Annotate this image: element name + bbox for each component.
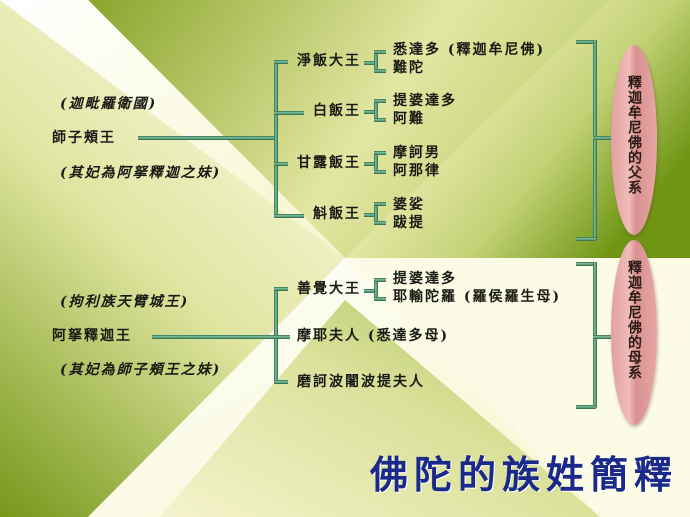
bamboo-small-bracket	[374, 99, 378, 121]
bamboo-tick	[374, 99, 386, 103]
child-jingfan: 淨飯大王	[297, 53, 361, 69]
bamboo-bracket	[593, 40, 597, 240]
child-mahaprajapati: 磨訶波闍波提夫人	[297, 374, 425, 390]
bamboo-small-bracket	[374, 278, 378, 300]
bamboo-tick	[374, 118, 386, 122]
daughter-yasodhara: 耶輸陀羅 (羅侯羅生母)	[393, 289, 562, 305]
bamboo-small-bracket	[374, 202, 378, 224]
page-title: 佛陀的族姓簡釋	[370, 452, 679, 497]
bamboo-tick	[274, 335, 290, 339]
maternal-label: 釋迦牟尼佛的母系	[626, 260, 642, 380]
child-baifan: 白飯王	[313, 103, 361, 119]
bamboo-tick	[374, 170, 386, 174]
bamboo-tick	[593, 335, 611, 339]
maternal-ancestor-name: 阿拏釋迦王	[52, 328, 132, 344]
bamboo-tick	[374, 151, 386, 155]
son-siddhartha: 悉達多 (釋迦牟尼佛)	[393, 42, 546, 58]
maternal-origin: (拘利族天臂城王)	[60, 294, 190, 310]
bamboo-tick	[374, 50, 386, 54]
bamboo-tick	[374, 202, 386, 206]
son-bhaddiya: 跋提	[393, 215, 425, 231]
child-shanjue: 善覺大王	[297, 281, 361, 297]
bamboo-tick	[364, 213, 374, 217]
bamboo-tick	[374, 69, 386, 73]
bamboo-tick	[274, 111, 304, 115]
paternal-label: 釋迦牟尼佛的父系	[626, 75, 642, 195]
paternal-ancestor-name: 師子頰王	[52, 130, 116, 146]
child-ganlufan: 甘露飯王	[297, 155, 361, 171]
bamboo-tick	[576, 262, 596, 266]
paternal-ancestor-spouse: (其妃為阿拏釋迦之妹)	[60, 165, 222, 181]
bamboo-tick	[274, 214, 304, 218]
bamboo-tick	[274, 60, 288, 64]
son-devadatta: 提婆達多	[393, 93, 457, 109]
son-ananda: 阿難	[393, 111, 425, 127]
maternal-label-lens: 釋迦牟尼佛的母系	[611, 240, 657, 425]
bamboo-tick	[576, 405, 596, 409]
son-posuo: 婆娑	[393, 197, 425, 213]
bamboo-tick	[576, 237, 596, 241]
child-hufan: 斛飯王	[313, 206, 361, 222]
son-nanda: 難陀	[393, 60, 425, 76]
bamboo-bracket	[274, 60, 278, 218]
bamboo-tick	[374, 278, 386, 282]
bamboo-tick	[593, 136, 611, 140]
paternal-origin: (迦毗羅衛國)	[60, 96, 158, 112]
bamboo-connector	[138, 136, 276, 140]
bamboo-small-bracket	[374, 151, 378, 173]
bamboo-tick	[576, 40, 596, 44]
bamboo-tick	[364, 162, 374, 166]
bamboo-tick	[274, 287, 288, 291]
bamboo-tick	[364, 110, 374, 114]
bamboo-tick	[374, 297, 386, 301]
bamboo-connector	[152, 335, 278, 339]
maternal-ancestor-spouse: (其妃為師子頰王之妹)	[60, 362, 222, 378]
bamboo-tick	[374, 221, 386, 225]
bamboo-small-bracket	[374, 50, 378, 72]
paternal-label-lens: 釋迦牟尼佛的父系	[611, 45, 657, 235]
bamboo-tick	[364, 289, 374, 293]
bamboo-tick	[274, 162, 288, 166]
daughter-devadatta: 提婆達多	[393, 271, 457, 287]
son-mahanama: 摩訶男	[393, 145, 441, 161]
son-anuruddha: 阿那律	[393, 163, 441, 179]
bamboo-tick	[364, 61, 374, 65]
child-maya: 摩耶夫人 (悉達多母)	[297, 328, 450, 344]
bamboo-tick	[274, 380, 288, 384]
